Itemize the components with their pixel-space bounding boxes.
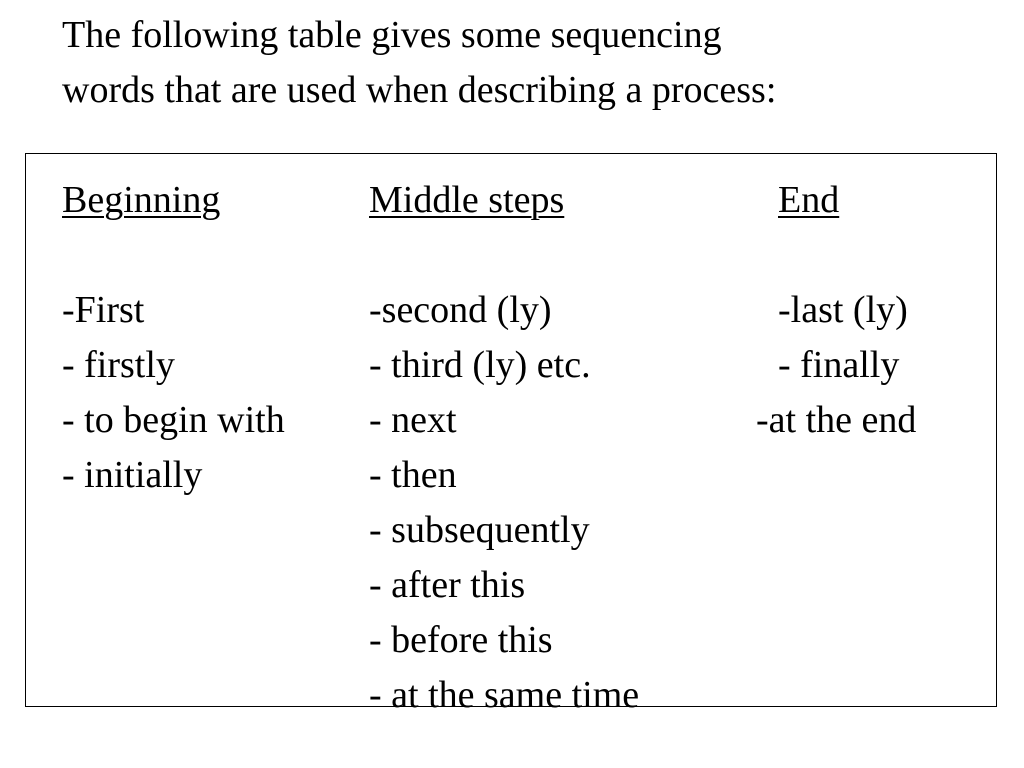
list-item: -last (ly) <box>778 289 908 331</box>
list-item: - finally <box>778 344 900 386</box>
column-end: End -last (ly) - finally -at the end <box>756 173 916 448</box>
list-item: - initially <box>62 454 203 496</box>
list-item: -second (ly) <box>369 289 552 331</box>
list-item: - to begin with <box>62 399 285 441</box>
list-item: - before this <box>369 619 553 661</box>
list-item: - after this <box>369 564 526 606</box>
list-item: - at the same time <box>369 674 640 716</box>
list-item: -First <box>62 289 145 331</box>
list-item: - firstly <box>62 344 175 386</box>
intro-line-2: words that are used when describing a pr… <box>62 69 777 111</box>
intro-paragraph: The following table gives some sequencin… <box>62 8 1002 118</box>
column-middle-steps: Middle steps -second (ly) - third (ly) e… <box>369 173 639 723</box>
intro-line-1: The following table gives some sequencin… <box>62 14 722 56</box>
column-heading-middle-steps: Middle steps <box>369 179 565 221</box>
column-heading-end: End <box>778 179 840 221</box>
column-beginning: Beginning -First - firstly - to begin wi… <box>62 173 285 503</box>
list-item: -at the end <box>756 399 917 441</box>
list-item: - third (ly) etc. <box>369 344 591 386</box>
list-item: - next <box>369 399 457 441</box>
sequencing-words-table: Beginning -First - firstly - to begin wi… <box>25 153 997 716</box>
list-item: - then <box>369 454 457 496</box>
column-heading-beginning: Beginning <box>62 179 221 221</box>
list-item: - subsequently <box>369 509 590 551</box>
